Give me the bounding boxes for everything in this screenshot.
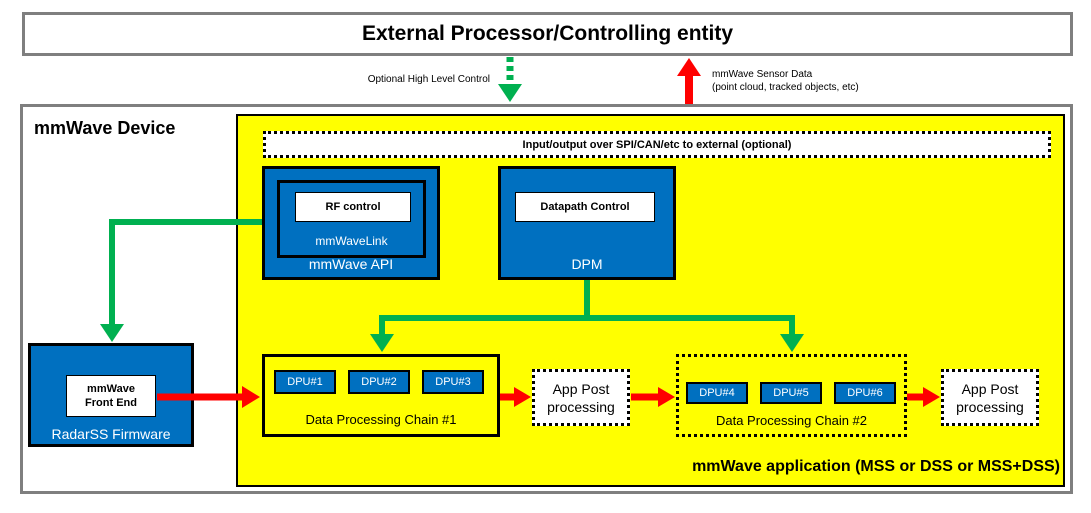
dpu-5: DPU#5	[760, 382, 822, 404]
sensor-data-line2: (point cloud, tracked objects, etc)	[712, 82, 859, 93]
mmwave-front-end-box: mmWave Front End	[66, 375, 156, 417]
sensor-data-line1: mmWave Sensor Data	[712, 69, 813, 80]
mmwave-api-label: mmWave API	[308, 256, 394, 272]
dpm-label: DPM	[571, 256, 603, 272]
dpu-2: DPU#2	[348, 370, 410, 394]
mmwave-device-title: mmWave Device	[34, 118, 176, 138]
app-post-processing-2-box: App Post processing	[941, 369, 1039, 426]
datapath-control-label: Datapath Control	[540, 201, 630, 213]
post2-line2: processing	[956, 398, 1024, 415]
post2-line1: App Post	[961, 380, 1019, 397]
rf-control-label: RF control	[325, 201, 381, 213]
sensor-data-label: mmWave Sensor Data (point cloud, tracked…	[712, 68, 932, 94]
data-flow-arrows	[157, 386, 940, 408]
io-external-box: Input/output over SPI/CAN/etc to externa…	[263, 131, 1051, 158]
dpm-box	[498, 166, 676, 280]
datapath-control-box: Datapath Control	[515, 192, 655, 222]
mmwave-application-label: mmWave application (MSS or DSS or MSS+DS…	[692, 458, 1060, 475]
post1-line1: App Post	[552, 380, 610, 397]
app-post-processing-1-box: App Post processing	[532, 369, 630, 426]
processing-chain-2-label: Data Processing Chain #2	[715, 413, 868, 428]
external-processor-box: External Processor/Controlling entity	[22, 12, 1073, 56]
dpu-3: DPU#3	[422, 370, 484, 394]
dpu-1: DPU#1	[274, 370, 336, 394]
processing-chain-2-box	[676, 354, 907, 437]
optional-control-label: Optional High Level Control	[367, 74, 490, 85]
external-processor-title: External Processor/Controlling entity	[361, 22, 734, 45]
mmwavelink-label: mmWaveLink	[315, 234, 388, 248]
dpu-6: DPU#6	[834, 382, 896, 404]
optional-control-arrow	[498, 57, 522, 102]
rf-control-box: RF control	[295, 192, 411, 222]
io-external-label: Input/output over SPI/CAN/etc to externa…	[522, 138, 792, 151]
dpm-control-arrows	[370, 280, 804, 352]
front-end-line2: Front End	[85, 397, 137, 409]
radarss-firmware-label: RadarSS Firmware	[51, 426, 171, 442]
front-end-line1: mmWave	[87, 383, 135, 395]
post1-line2: processing	[547, 398, 615, 415]
dpu-4: DPU#4	[686, 382, 748, 404]
sensor-data-arrow	[677, 58, 701, 104]
processing-chain-1-box	[262, 354, 500, 437]
rf-control-arrow	[100, 219, 262, 342]
processing-chain-1-label: Data Processing Chain #1	[305, 412, 457, 427]
